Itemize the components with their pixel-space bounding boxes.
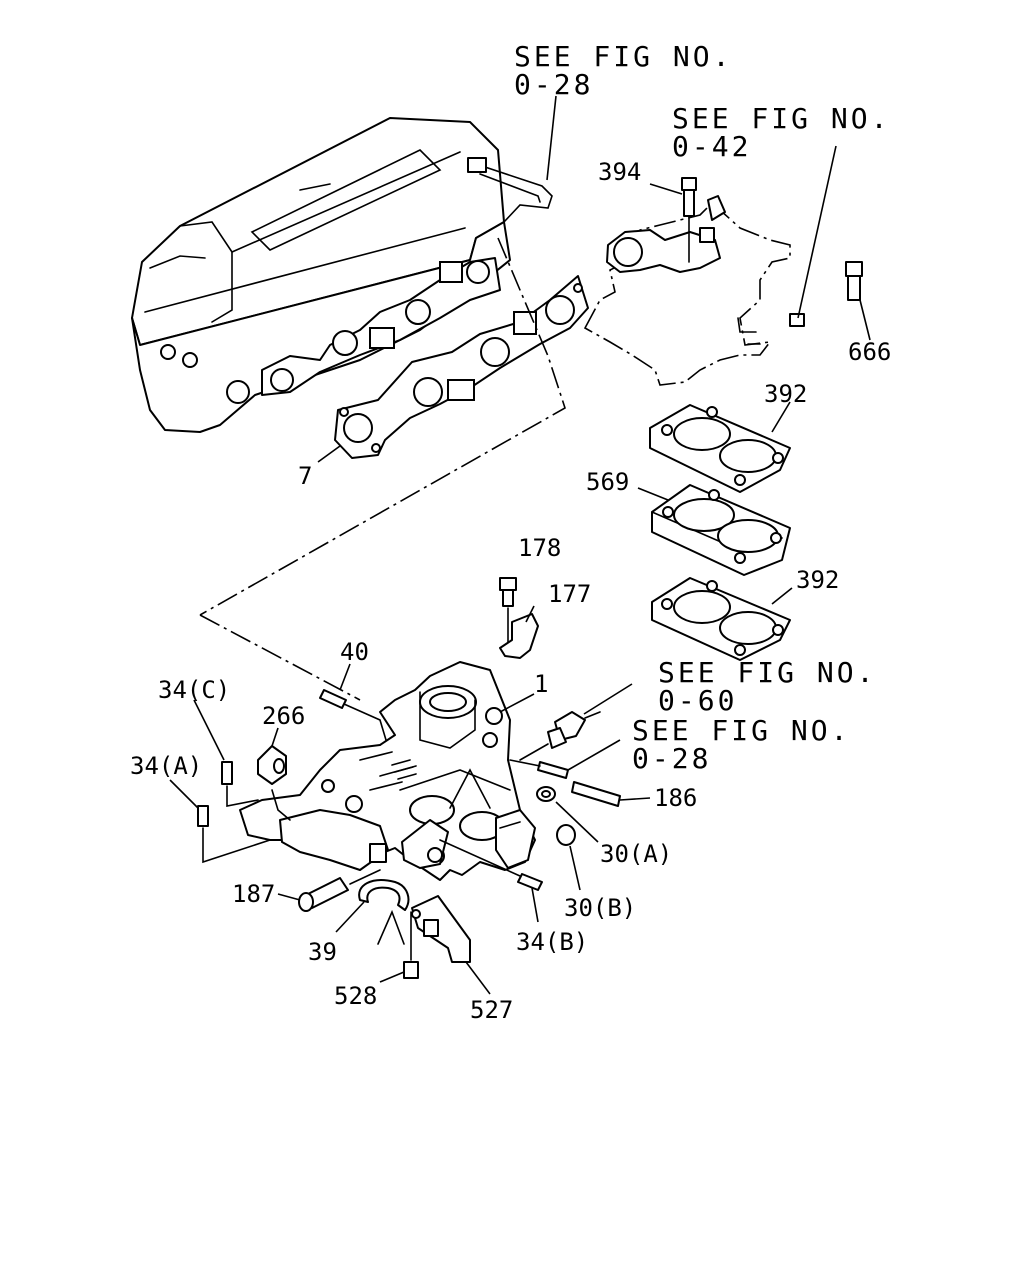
reference-title: SEE FIG NO. xyxy=(514,40,732,73)
reference-see-fig-0-28-top: SEE FIG NO. 0-28 xyxy=(514,40,732,101)
callout-187: 187 xyxy=(232,880,275,908)
gasket-392-upper xyxy=(649,404,791,493)
gasket-569-spacer xyxy=(651,484,791,576)
reference-see-fig-0-28-bottom: SEE FIG NO. 0-28 xyxy=(632,714,850,775)
callout-30a: 30(A) xyxy=(600,840,672,868)
bolt-187 xyxy=(298,869,381,912)
callout-266: 266 xyxy=(262,702,305,730)
sensor-0-60 xyxy=(519,711,601,761)
leader-lines xyxy=(169,95,871,995)
reference-title: SEE FIG NO. xyxy=(658,656,876,689)
callout-34a: 34(A) xyxy=(130,752,202,780)
callout-30b: 30(B) xyxy=(564,894,636,922)
clip-177 xyxy=(499,613,539,659)
callout-34b: 34(B) xyxy=(516,928,588,956)
stud-34b xyxy=(439,839,543,891)
callout-40: 40 xyxy=(340,638,369,666)
callout-666: 666 xyxy=(848,338,891,366)
reference-see-fig-0-60: SEE FIG NO. 0-60 xyxy=(658,656,876,717)
reference-title: SEE FIG NO. xyxy=(672,102,890,135)
callout-186: 186 xyxy=(654,784,697,812)
bolt-178 xyxy=(499,577,517,649)
reference-figure-number: 0-60 xyxy=(658,684,737,717)
callout-34c: 34(C) xyxy=(158,676,230,704)
callout-1: 1 xyxy=(534,670,548,698)
reference-figure-number: 0-42 xyxy=(672,130,751,163)
stud-34a xyxy=(197,805,271,864)
callout-392-lower: 392 xyxy=(796,566,839,594)
callout-177: 177 xyxy=(548,580,591,608)
gasket-392-lower xyxy=(651,577,791,661)
reference-figure-number: 0-28 xyxy=(632,742,711,775)
bolt-394 xyxy=(681,177,697,263)
bolt-666 xyxy=(789,261,863,327)
pin-near-0-28 xyxy=(509,759,569,779)
callout-7: 7 xyxy=(298,462,312,490)
callout-39: 39 xyxy=(308,938,337,966)
washer-30a xyxy=(536,786,556,802)
stud-34c xyxy=(221,761,259,807)
reference-figure-number: 0-28 xyxy=(514,68,593,101)
intake-manifold xyxy=(239,661,536,881)
callout-394: 394 xyxy=(598,158,641,186)
cylinder-head xyxy=(131,117,553,433)
exhaust-manifold-gasket xyxy=(199,237,589,616)
clamp-39 xyxy=(358,879,410,945)
callout-528: 528 xyxy=(334,982,377,1010)
callout-569: 569 xyxy=(586,468,629,496)
callout-392-upper: 392 xyxy=(764,380,807,408)
stud-40 xyxy=(319,689,387,741)
callout-178: 178 xyxy=(518,534,561,562)
reference-title: SEE FIG NO. xyxy=(632,714,850,747)
spacer-266 xyxy=(257,745,291,821)
throttle-body-outline xyxy=(583,195,791,386)
pin-186 xyxy=(571,781,621,807)
plug-30b xyxy=(556,824,576,846)
bolt-528 xyxy=(403,911,419,979)
callout-labels: 394 666 392 569 392 7 178 177 40 1 34(C)… xyxy=(130,158,891,1024)
callout-527: 527 xyxy=(470,996,513,1024)
reference-see-fig-0-42: SEE FIG NO. 0-42 xyxy=(672,102,890,163)
bracket-527 xyxy=(411,895,471,963)
